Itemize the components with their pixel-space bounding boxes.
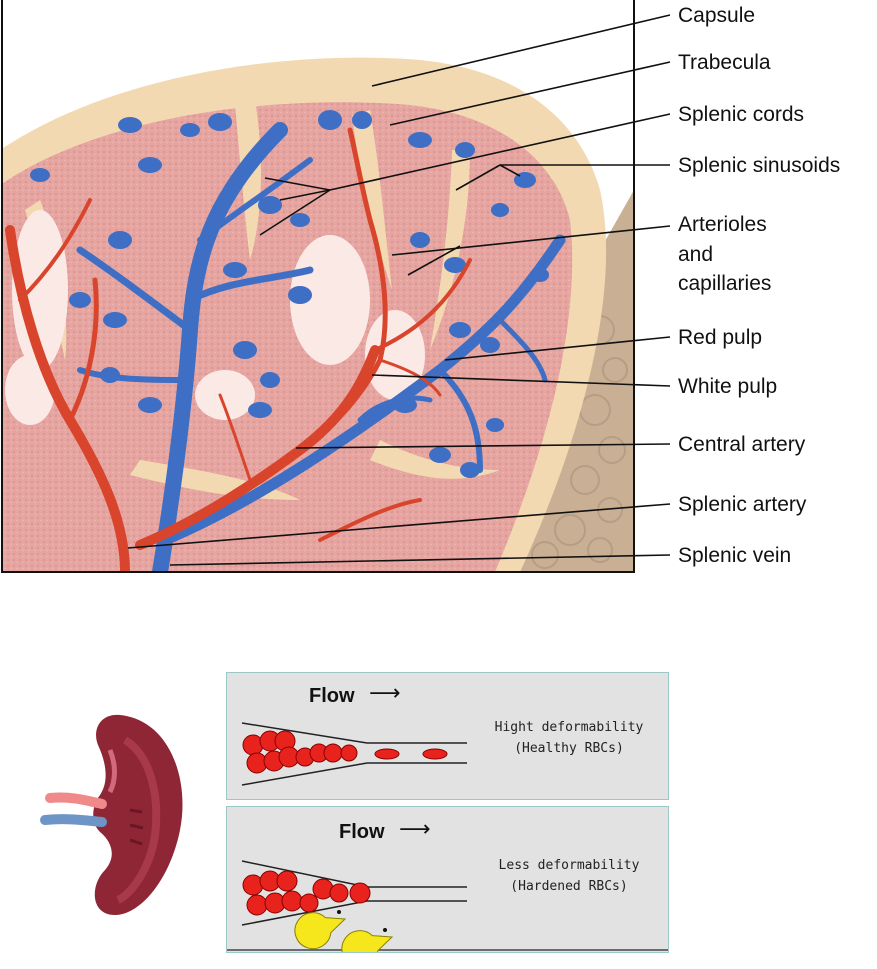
sinusoid-blobs — [30, 110, 549, 478]
flow-arrow-icon: ⟶ — [369, 681, 401, 706]
caption-healthy-line2: (Healthy RBCs) — [514, 741, 624, 756]
label-splenic-cords: Splenic cords — [678, 103, 805, 126]
rbc-cluster — [242, 730, 448, 774]
diagram-frame — [1, 0, 635, 573]
flow-arrow-icon: ⟶ — [399, 817, 431, 842]
spleen-organ-icon — [40, 714, 183, 915]
label-arterioles-line1: Arterioles — [678, 213, 767, 236]
splenic-vein-tree — [76, 122, 566, 572]
macrophage-icon — [294, 910, 347, 950]
spleen-anatomy-illustration — [1, 0, 671, 573]
label-splenic-sinusoids: Splenic sinusoids — [678, 154, 841, 177]
tissue-texture — [531, 315, 628, 569]
white-pulp-regions — [5, 210, 425, 425]
rbc-cluster — [242, 870, 371, 916]
label-trabecula: Trabecula — [678, 51, 771, 74]
panel-healthy-rbcs: Flow ⟶ Hight deformability (Healthy RBCs… — [226, 672, 669, 800]
flow-label: Flow — [339, 821, 385, 843]
cut-tissue-region — [520, 190, 634, 572]
label-red-pulp: Red pulp — [678, 326, 763, 349]
flow-label: Flow — [309, 685, 355, 707]
leader-lines — [127, 14, 671, 566]
caption-healthy-line1: Hight deformability — [494, 720, 644, 735]
capillary-hardened-illustration — [227, 860, 668, 952]
label-central-artery: Central artery — [678, 433, 806, 456]
macrophage-icon — [341, 928, 394, 952]
caption-hardened-line1: Less deformability — [498, 858, 640, 873]
label-arterioles-line3: capillaries — [678, 272, 772, 295]
capillary-healthy-illustration — [241, 722, 467, 786]
label-arterioles-line2: and — [678, 243, 714, 266]
panel-hardened-rbcs: Flow ⟶ Less deformability (Ha — [226, 806, 669, 953]
deformability-figure: Flow ⟶ Hight deformability (Healthy RBCs… — [0, 660, 877, 969]
label-splenic-vein: Splenic vein — [678, 544, 792, 567]
splenic-artery-tree — [5, 127, 472, 572]
label-white-pulp: White pulp — [678, 375, 778, 398]
label-capsule: Capsule — [678, 4, 756, 27]
caption-hardened-line2: (Hardened RBCs) — [510, 879, 628, 894]
label-splenic-artery: Splenic artery — [678, 493, 807, 516]
